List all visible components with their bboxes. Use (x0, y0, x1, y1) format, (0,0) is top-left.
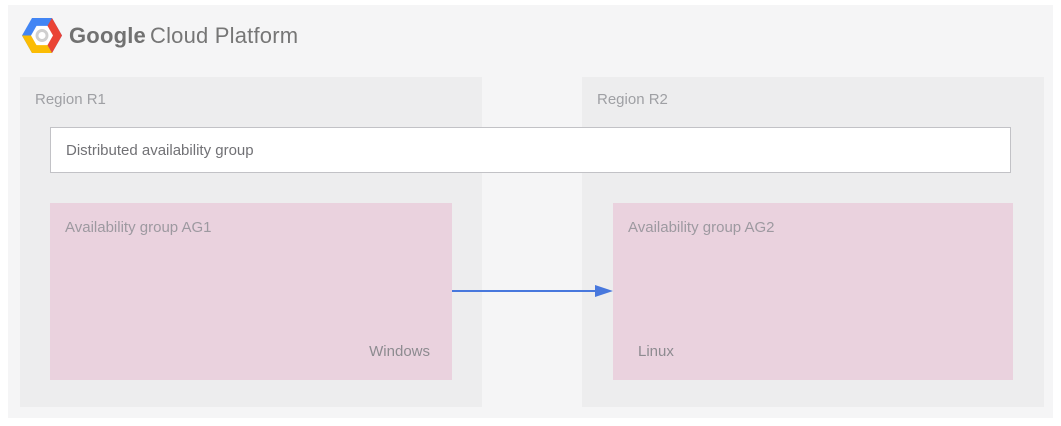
region-r1-label: Region R1 (35, 91, 106, 108)
replication-arrow-icon (452, 285, 613, 297)
windows-os-label: Windows (369, 343, 430, 360)
availability-group-ag1-label: Availability group AG1 (65, 219, 212, 236)
linux-os-label: Linux (638, 343, 674, 360)
availability-group-ag2-box: Availability group AG2 Linux (613, 203, 1013, 380)
distributed-availability-group-box: Distributed availability group (50, 127, 1011, 173)
availability-group-ag1-box: Availability group AG1 Windows (50, 203, 452, 380)
availability-group-ag2-label: Availability group AG2 (628, 219, 775, 236)
brand-cloud-platform: Cloud Platform (149, 22, 299, 48)
distributed-availability-group-label: Distributed availability group (66, 141, 254, 159)
region-r2-label: Region R2 (597, 91, 668, 108)
google-cloud-platform-logo-icon (22, 18, 62, 53)
brand-google: Google (69, 22, 146, 48)
